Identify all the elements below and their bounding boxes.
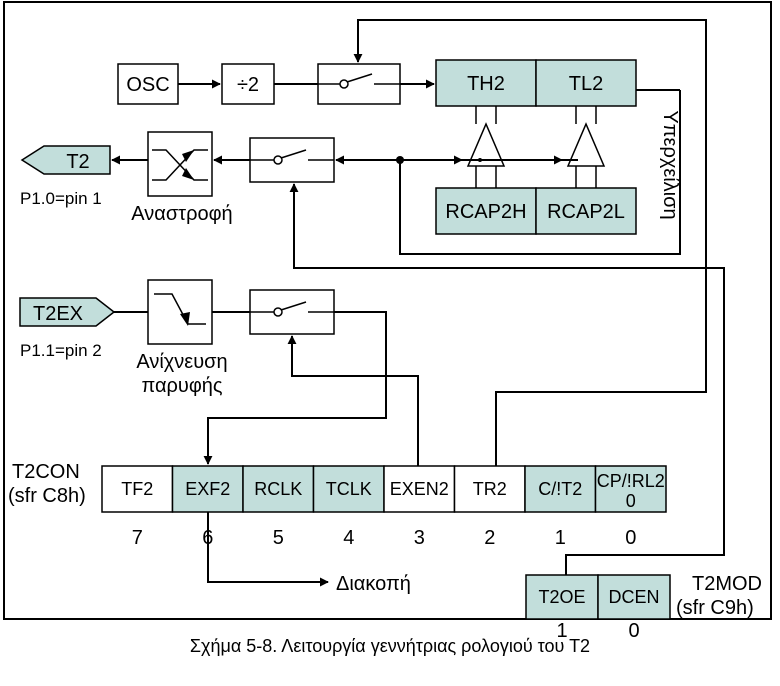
t2con-bit-sublabel: 0	[626, 491, 636, 511]
t2mod-name: T2MOD	[692, 573, 762, 595]
t2con-bit-number: 7	[132, 527, 143, 549]
osc-block	[117, 63, 179, 105]
rcap2l-label: RCAP2L	[547, 201, 625, 223]
t2mod-bit-dcen	[597, 574, 671, 620]
t2con-bit-number: 1	[555, 527, 566, 549]
t2con-name: T2CON	[12, 461, 80, 483]
t2con-sfr: (sfr C8h)	[8, 485, 86, 507]
switch-symbol	[318, 73, 400, 89]
t2ex-pin-number: P1.1=pin 2	[20, 341, 102, 360]
tl2-register	[535, 59, 637, 107]
edge-symbol	[154, 293, 206, 326]
t2ex-pin	[19, 297, 116, 327]
t2con-bit-tr2	[453, 465, 526, 513]
rcap2h-register	[435, 187, 537, 235]
t2mod-bit-label: T2OE	[538, 587, 585, 607]
t2con-bit-cp-rl2	[594, 465, 667, 513]
osc-label: OSC	[126, 74, 169, 96]
reload-buffer-high	[466, 106, 506, 188]
t2-pin	[20, 145, 111, 175]
t2con-bit-label: TF2	[121, 479, 153, 499]
overflow-label: Υπερχείλιση	[659, 110, 681, 219]
t2mod-bit-number: 1	[556, 620, 567, 642]
figure-caption: Σχήμα 5-8. Λειτουργία γεννήτριας ρολογιο…	[190, 636, 590, 656]
t2con-bit-exen2	[383, 465, 456, 513]
t2mod-bit-t2oe	[525, 574, 599, 620]
t2mod-sfr: (sfr C9h)	[676, 597, 754, 619]
th2-label: TH2	[467, 73, 505, 95]
figure-frame	[3, 1, 772, 620]
t2con-bit-label: TCLK	[326, 479, 372, 499]
rcap2l-register	[535, 187, 637, 235]
divider-block	[221, 63, 275, 105]
edge-label-1: Ανίχνευση	[136, 351, 227, 373]
toggle-symbol	[152, 149, 208, 181]
t2-pin-number: P1.0=pin 1	[20, 189, 102, 208]
rcap2h-label: RCAP2H	[445, 201, 526, 223]
tl2-label: TL2	[569, 73, 603, 95]
t2con-bit-number: 3	[414, 527, 425, 549]
t2con-bit-label: EXEN2	[390, 479, 449, 499]
switch-symbol	[250, 149, 334, 165]
t2con-bit-number: 4	[343, 527, 354, 549]
t2con-bit-label: TR2	[473, 479, 507, 499]
divider-label: ÷2	[237, 74, 259, 96]
t2con-register: TF27EXF26RCLK5TCLK4EXEN23TR22C/!T21CP/!R…	[101, 465, 667, 549]
t2mod-bit-label: DCEN	[608, 587, 659, 607]
t2ex-pin-label: T2EX	[33, 303, 83, 325]
t2con-bit-number: 0	[625, 527, 636, 549]
t2con-bit-number: 2	[484, 527, 495, 549]
t2con-bit-label: RCLK	[254, 479, 302, 499]
t2con-bit-rclk	[242, 465, 315, 513]
switch-symbol	[250, 301, 334, 317]
interrupt-label: Διακοπή	[336, 573, 411, 595]
t2con-bit-label: EXF2	[185, 479, 230, 499]
t2mod-register: T2OE 1 DCEN 0	[525, 574, 671, 642]
t2con-bit-label: CP/!RL2	[597, 471, 665, 491]
t2-pin-label: T2	[66, 151, 89, 173]
reload-buffer-low	[566, 106, 606, 188]
t2con-bit-c-t2	[524, 465, 597, 513]
edge-label-2: παρυφής	[141, 375, 222, 397]
edge-detector	[147, 279, 213, 345]
th2-register	[435, 59, 537, 107]
t2con-bit-tclk	[312, 465, 385, 513]
toggle-label: Αναστροφή	[131, 203, 232, 225]
t2con-bit-number: 5	[273, 527, 284, 549]
t2mod-bit-number: 0	[628, 620, 639, 642]
t2con-bit-label: C/!T2	[538, 479, 582, 499]
